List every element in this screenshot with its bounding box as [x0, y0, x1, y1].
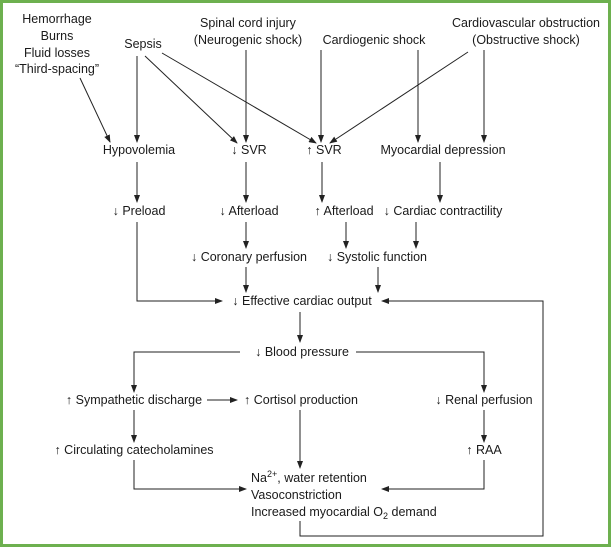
node-renal-perfusion-down: ↓ Renal perfusion: [435, 393, 532, 407]
node-contractility-down: ↓ Cardiac contractility: [384, 204, 504, 218]
node-svr-down: ↓ SVR: [231, 143, 266, 157]
cause-burns: Burns: [41, 29, 74, 43]
cause-cardiovascular-obstruction: Cardiovascular obstruction: [452, 16, 600, 30]
cause-neurogenic-shock: (Neurogenic shock): [194, 33, 302, 47]
node-raa-up: ↑ RAA: [466, 443, 502, 457]
arrow: [329, 51, 469, 144]
node-coronary-perfusion-down: ↓ Coronary perfusion: [191, 250, 307, 264]
node-sympathetic-up: ↑ Sympathetic discharge: [66, 393, 202, 407]
arrow: [131, 351, 240, 393]
connector-arrows: [79, 50, 544, 537]
effect-o2-demand: Increased myocardial O2 demand: [251, 505, 437, 521]
arrow: [133, 460, 247, 492]
node-svr-up: ↑ SVR: [306, 143, 341, 157]
cause-fluid-losses: Fluid losses: [24, 46, 90, 60]
arrow: [356, 351, 487, 393]
hypovolemic-causes: Hemorrhage Burns Fluid losses “Third-spa…: [15, 12, 99, 76]
effect-vasoconstriction: Vasoconstriction: [251, 488, 342, 502]
cause-hemorrhage: Hemorrhage: [22, 12, 92, 26]
node-hypovolemia: Hypovolemia: [103, 143, 175, 157]
cause-spinal-cord-injury: Spinal cord injury: [200, 16, 297, 30]
node-blood-pressure-down: ↓ Blood pressure: [255, 345, 349, 359]
arrow: [136, 222, 223, 304]
cause-cardiogenic-shock: Cardiogenic shock: [323, 33, 427, 47]
cause-sepsis: Sepsis: [124, 37, 162, 51]
feedback-arrow: [299, 298, 544, 537]
arrow: [381, 460, 485, 492]
node-myocardial-depression: Myocardial depression: [380, 143, 505, 157]
node-effects: Na2+, water retention Vasoconstriction I…: [251, 469, 437, 521]
node-afterload-up: ↑ Afterload: [314, 204, 373, 218]
node-systolic-function-down: ↓ Systolic function: [327, 250, 427, 264]
arrow: [79, 77, 111, 143]
node-cardiac-output-down: ↓ Effective cardiac output: [232, 294, 372, 308]
cause-obstructive-shock: (Obstructive shock): [472, 33, 580, 47]
node-catecholamines-up: ↑ Circulating catecholamines: [54, 443, 213, 457]
node-preload-down: ↓ Preload: [113, 204, 166, 218]
arrow: [161, 52, 317, 144]
node-afterload-down: ↓ Afterload: [219, 204, 278, 218]
arrow: [144, 55, 238, 144]
cause-third-spacing: “Third-spacing”: [15, 62, 99, 76]
effect-sodium-water-retention: Na2+, water retention: [251, 469, 367, 485]
node-cortisol-up: ↑ Cortisol production: [244, 393, 358, 407]
